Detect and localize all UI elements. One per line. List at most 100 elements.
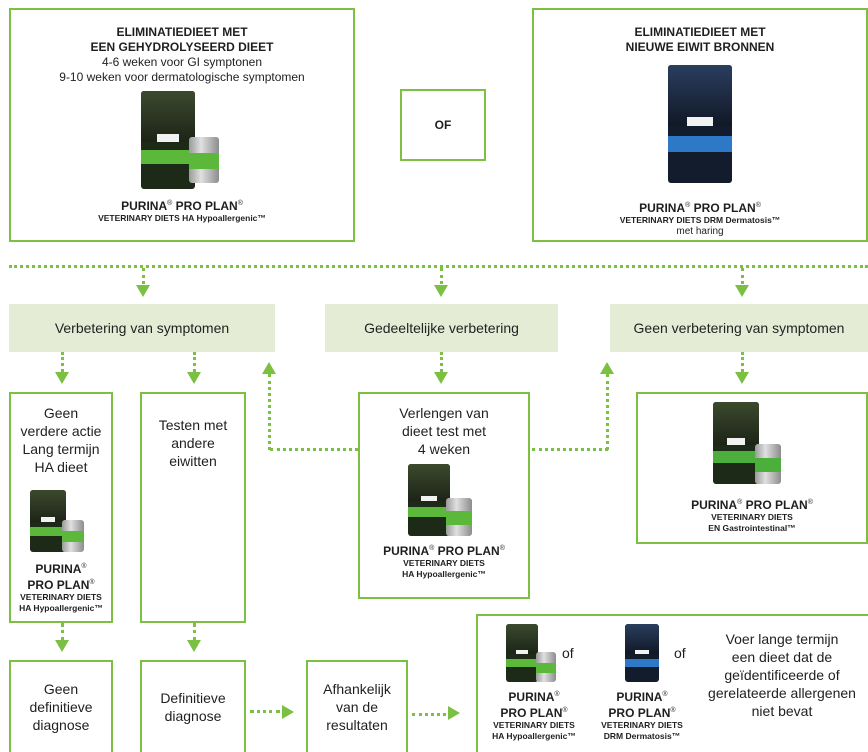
drm-extra: met haring xyxy=(676,226,724,237)
depends-line2: van de xyxy=(335,699,379,715)
long-term-line5: niet bevat xyxy=(751,703,813,719)
or-box: OF xyxy=(400,89,486,161)
drm-product-line2: DRM Dermatosis™ xyxy=(603,731,681,741)
ha-brand: PURINA® PRO PLAN® xyxy=(121,199,243,213)
ha-product-image xyxy=(30,490,92,554)
ha-can-image xyxy=(189,137,219,183)
test-line2: andere xyxy=(171,435,215,451)
drm-bag-image xyxy=(668,65,732,183)
en-bag-image xyxy=(713,402,759,484)
connector xyxy=(142,268,145,284)
ha-can-image xyxy=(62,520,84,552)
connector xyxy=(440,268,443,284)
no-definitive-diagnosis-box: Geen definitieve diagnose xyxy=(9,660,113,752)
depends-on-results-box: Afhankelijk van de resultaten xyxy=(306,660,408,752)
or-text-1: of xyxy=(562,645,574,661)
ha-product-line1: VETERINARY DIETS xyxy=(403,558,485,568)
gi-duration: 4-6 weken voor GI symptonen xyxy=(101,55,263,69)
long-term-diet-box: PURINA® PRO PLAN® VETERINARY DIETS HA Hy… xyxy=(476,614,868,752)
test-line1: Testen met xyxy=(158,417,228,433)
drm-product-image xyxy=(625,624,659,684)
or-label: OF xyxy=(434,117,452,132)
connector xyxy=(412,713,446,716)
arrow-down-icon xyxy=(434,285,448,297)
ha-bag-image xyxy=(141,91,195,189)
arrow-up-icon xyxy=(262,362,276,374)
long-term-text: Voer lange termijn een dieet dat de geïd… xyxy=(698,630,866,720)
connector xyxy=(61,352,64,372)
long-term-line4: gerelateerde allergenen xyxy=(708,685,856,701)
en-can-image xyxy=(755,444,781,484)
connector xyxy=(270,448,358,451)
connector xyxy=(193,352,196,372)
ha-bag-image xyxy=(506,624,538,682)
arrow-right-icon xyxy=(448,706,460,720)
extend-line2: dieet test met xyxy=(401,423,487,439)
ha-brand-line2: PRO PLAN® xyxy=(500,706,568,720)
connector xyxy=(440,352,443,372)
en-product-image xyxy=(713,402,791,486)
hydrolysed-diet-box: ELIMINATIEDIEET MET EEN GEHYDROLYSEERD D… xyxy=(9,8,355,242)
drm-brand: PURINA® PRO PLAN® xyxy=(639,201,761,215)
no-diag-line3: diagnose xyxy=(32,717,90,733)
novel-title-line1: ELIMINATIEDIEET MET xyxy=(634,25,766,39)
band-improvement: Verbetering van symptomen xyxy=(9,304,275,352)
definitive-diagnosis-box: Definitieve diagnose xyxy=(140,660,246,752)
extend-line1: Verlengen van xyxy=(399,405,489,421)
depends-line3: resultaten xyxy=(326,717,388,733)
connector xyxy=(61,623,64,641)
band-no-improvement: Geen verbetering van symptomen xyxy=(610,304,868,352)
ha-product-image xyxy=(408,464,480,538)
ha-product-image xyxy=(506,624,562,684)
arrow-down-icon xyxy=(735,285,749,297)
drm-product-name: VETERINARY DIETS DRM Dermatosis™ xyxy=(619,215,781,225)
derm-duration: 9-10 weken voor dermatologische symptome… xyxy=(59,70,305,84)
connector xyxy=(741,268,744,284)
ha-brand: PURINA® xyxy=(35,562,87,576)
connector xyxy=(606,374,609,450)
ha-bag-image xyxy=(30,490,66,552)
ha-product-name: VETERINARY DIETS HA Hypoallergenic™ xyxy=(98,213,266,223)
ha-product-line2: HA Hypoallergenic™ xyxy=(19,603,103,613)
no-action-line2: verdere actie xyxy=(20,423,102,439)
ha-brand-line2: PRO PLAN® xyxy=(27,578,95,592)
test-line3: eiwitten xyxy=(169,453,217,469)
drm-product-image xyxy=(668,65,732,185)
en-product-line2: EN Gastrointestinal™ xyxy=(708,523,796,533)
arrow-up-icon xyxy=(600,362,614,374)
drm-brand-line2: PRO PLAN® xyxy=(608,706,676,720)
connector xyxy=(193,623,196,641)
extend-line3: 4 weken xyxy=(417,441,471,457)
hydrolysed-title-line2: EEN GEHYDROLYSEERD DIEET xyxy=(90,40,274,54)
test-other-proteins-box: Testen met andere eiwitten xyxy=(140,392,246,623)
ha-brand: PURINA® PRO PLAN® xyxy=(383,544,505,558)
arrow-down-icon xyxy=(735,372,749,384)
no-action-line4: HA dieet xyxy=(34,459,88,475)
drm-bag-image xyxy=(625,624,659,682)
connector xyxy=(741,352,744,372)
ha-product-line2: HA Hypoallergenic™ xyxy=(492,731,576,741)
long-term-line1: Voer lange termijn xyxy=(725,631,839,647)
novel-title-line2: NIEUWE EIWIT BRONNEN xyxy=(625,40,775,54)
ha-brand: PURINA® xyxy=(508,690,560,704)
drm-product-line1: VETERINARY DIETS xyxy=(601,720,683,730)
arrow-down-icon xyxy=(136,285,150,297)
gastrointestinal-box: PURINA® PRO PLAN® VETERINARY DIETS EN Ga… xyxy=(636,392,868,544)
ha-can-image xyxy=(446,498,472,536)
connector xyxy=(268,374,271,450)
no-diag-line2: definitieve xyxy=(29,699,93,715)
ha-product-image xyxy=(141,91,223,191)
arrow-down-icon xyxy=(434,372,448,384)
final-ha-product: PURINA® PRO PLAN® VETERINARY DIETS HA Hy… xyxy=(484,624,584,742)
ha-product-line1: VETERINARY DIETS xyxy=(20,592,102,602)
arrow-right-icon xyxy=(282,705,294,719)
ha-bag-image xyxy=(408,464,450,536)
def-diag-line2: diagnose xyxy=(164,708,222,724)
ha-product-line1: VETERINARY DIETS xyxy=(493,720,575,730)
long-term-line2: een dieet dat de xyxy=(731,649,833,665)
arrow-down-icon xyxy=(55,372,69,384)
hydrolysed-title-line1: ELIMINATIEDIEET MET xyxy=(116,25,248,39)
drm-brand: PURINA® xyxy=(616,690,668,704)
depends-line1: Afhankelijk xyxy=(323,681,391,697)
en-product-line1: VETERINARY DIETS xyxy=(711,512,793,522)
